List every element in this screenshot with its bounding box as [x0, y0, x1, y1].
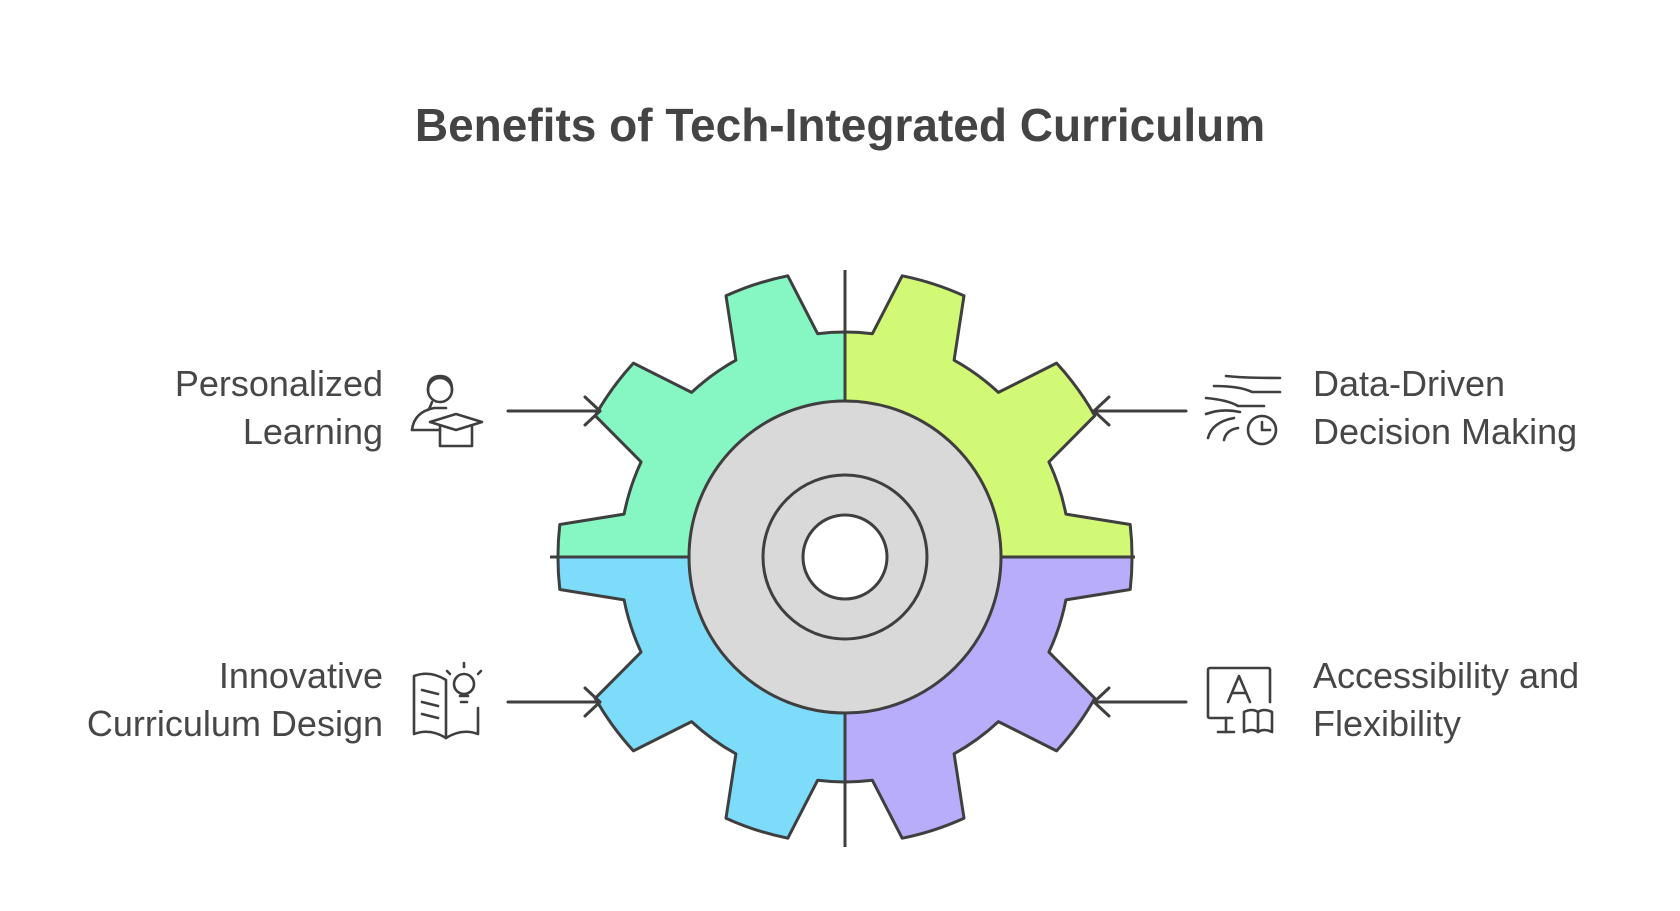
arrow-personalized-learning [506, 395, 602, 427]
label-data-driven: Data-Driven Decision Making [1313, 360, 1577, 456]
label-line: Decision Making [1313, 411, 1578, 452]
arrow-innovative-curriculum [506, 686, 602, 718]
gear-inner-ring [761, 473, 929, 641]
label-line: Curriculum Design [86, 703, 383, 744]
gear-outline [556, 274, 1134, 840]
book-lightbulb-icon [412, 661, 483, 740]
gear-center-hole [801, 513, 889, 601]
arrow-data-driven [1092, 395, 1188, 427]
label-accessibility: Accessibility and Flexibility [1313, 652, 1579, 748]
monitor-letter-book-icon [1206, 666, 1274, 734]
label-innovative-curriculum: Innovative Curriculum Design [87, 652, 383, 748]
label-line: Flexibility [1313, 703, 1462, 744]
student-graduation-icon [410, 374, 484, 448]
label-line: Learning [242, 411, 383, 452]
label-line: Data-Driven [1313, 363, 1506, 404]
diagram-title: Benefits of Tech-Integrated Curriculum [414, 99, 1266, 151]
label-line: Accessibility and [1313, 655, 1580, 696]
data-wind-clock-icon [1204, 374, 1282, 446]
label-line: Personalized [174, 363, 383, 404]
label-personalized-learning: Personalized Learning [175, 360, 383, 456]
label-line: Innovative [218, 655, 383, 696]
arrow-accessibility [1092, 686, 1188, 718]
